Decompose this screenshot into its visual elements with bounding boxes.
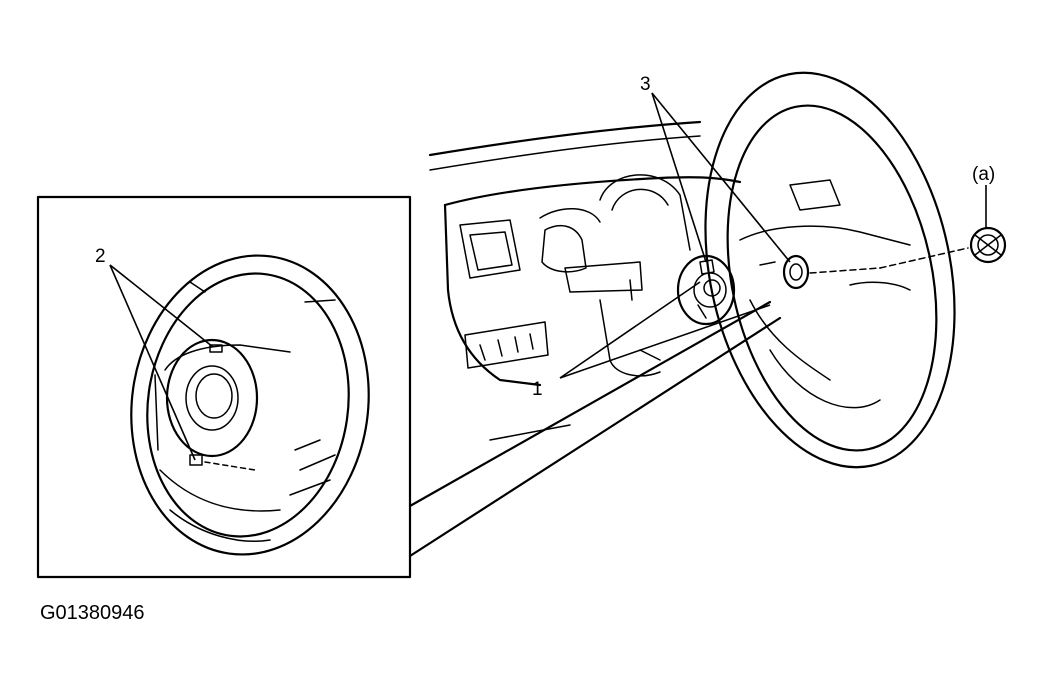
steering-column: [676, 254, 736, 326]
callout-label-a: (a): [972, 164, 995, 185]
callout-label-3: 3: [640, 74, 651, 95]
dashboard: [428, 120, 742, 441]
figure-id: G01380946: [40, 602, 145, 624]
inset-steering-wheel: [130, 254, 370, 556]
steering-wheel: [704, 71, 969, 469]
leader-lines: [109, 92, 987, 461]
callout-label-1: 1: [532, 379, 543, 400]
inset-frame: [36, 195, 782, 579]
callout-label-2: 2: [95, 246, 106, 267]
nut: [969, 226, 1007, 264]
